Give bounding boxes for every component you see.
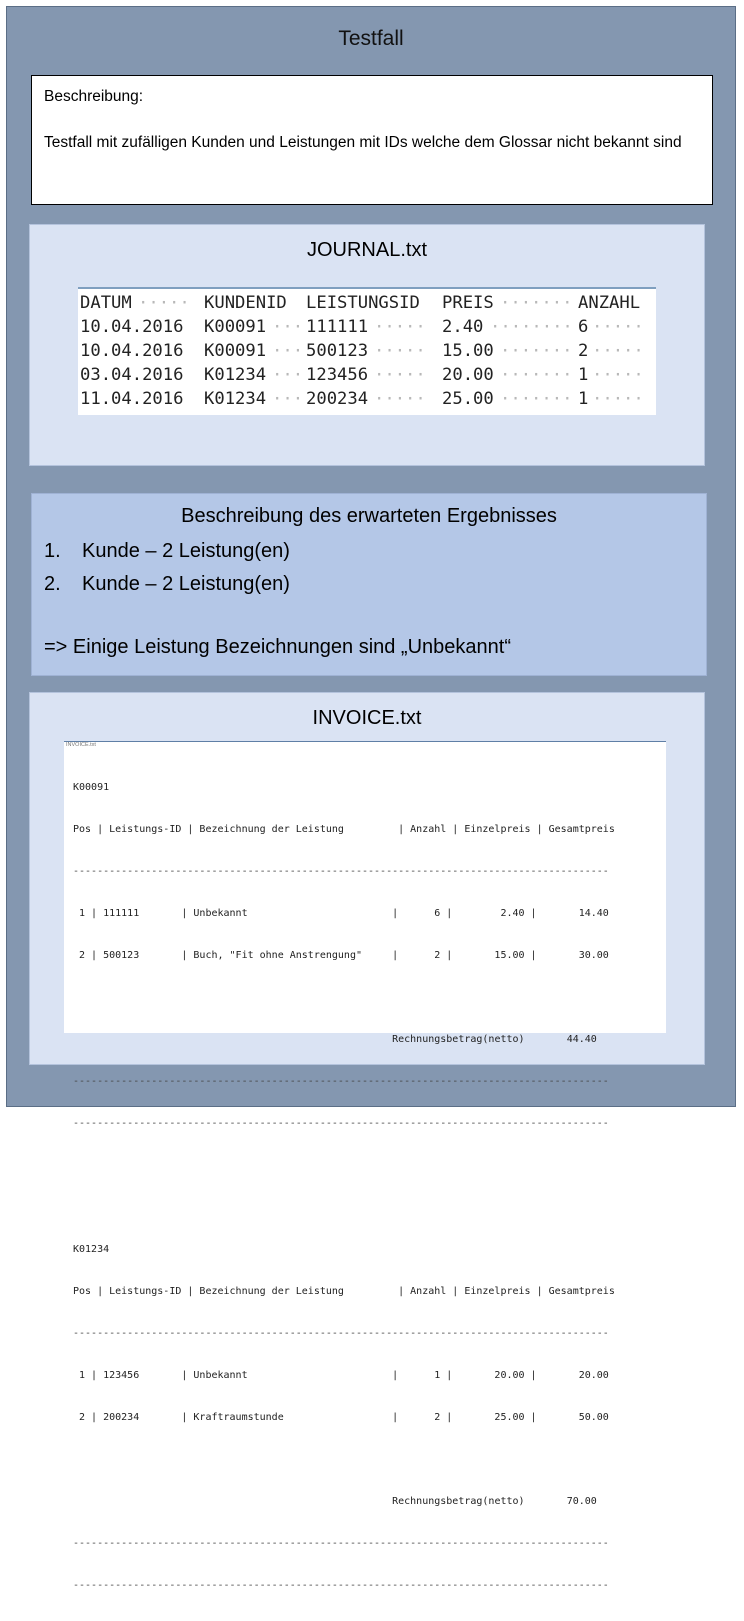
journal-cell: K00091 [204,341,267,361]
expected-item: 1. Kunde – 2 Leistung(en) [44,540,290,563]
separator-line: ----------------------------------------… [73,1328,609,1339]
whitespace-dots: ····· [592,317,644,337]
page-title: Testfall [338,27,404,50]
journal-row: 10.04.2016 K00091 ··· 500123 ····· 15.00… [78,339,656,363]
invoice-total-line: Rechnungsbetrag(netto) 70.00 [73,1495,615,1509]
journal-header-cell: DATUM [80,293,132,313]
whitespace-dots: ······· [500,389,573,409]
total-label: Rechnungsbetrag(netto) [392,1496,525,1507]
separator-line: ----------------------------------------… [73,1118,609,1129]
whitespace-dots: ····· [138,293,190,313]
journal-cell: 11.04.2016 [80,389,184,409]
invoice-title: INVOICE.txt [312,707,422,729]
whitespace-dots: ··· [272,341,304,361]
total-value: 44.40 [566,1034,597,1045]
journal-cell: 10.04.2016 [80,317,184,337]
whitespace-dots: ····· [592,365,644,385]
whitespace-dots: ····· [592,389,644,409]
whitespace-dots: ········ [490,317,573,337]
journal-cell: 20.00 [442,365,494,385]
journal-row: 10.04.2016 K00091 ··· 111111 ····· 2.40 … [78,315,656,339]
journal-cell: 15.00 [442,341,494,361]
journal-cell: 25.00 [442,389,494,409]
invoice-total-line: Rechnungsbetrag(netto) 44.40 [73,1033,615,1047]
total-value: 70.00 [566,1496,597,1507]
separator-line: ----------------------------------------… [73,866,609,877]
separator-line: ----------------------------------------… [73,1580,609,1591]
expected-item-number: 1. [44,540,61,562]
total-label: Rechnungsbetrag(netto) [392,1034,525,1045]
whitespace-dots: ······· [500,341,573,361]
invoice-line: 2 | 500123 | Buch, "Fit ohne Anstrengung… [73,950,609,961]
journal-cell: 1 [578,365,589,385]
expected-item-text: Kunde – 2 Leistung(en) [82,540,290,562]
journal-cell: 10.04.2016 [80,341,184,361]
invoice-line: 2 | 200234 | Kraftraumstunde | 2 | 25.00… [73,1412,609,1423]
description-label: Beschreibung: [44,88,144,105]
journal-cell: 123456 [306,365,369,385]
journal-cell: 500123 [306,341,369,361]
expected-item-number: 2. [44,573,61,595]
expected-result-panel: Beschreibung des erwarteten Ergebnisses … [31,493,707,676]
whitespace-dots: ······· [500,293,573,313]
description-box: Beschreibung: Testfall mit zufälligen Ku… [31,75,713,205]
journal-title: JOURNAL.txt [306,239,428,261]
description-text: Testfall mit zufälligen Kunden und Leist… [44,134,682,151]
journal-header-cell: PREIS [442,293,494,313]
separator-line: ----------------------------------------… [73,1076,609,1087]
journal-cell: 111111 [306,317,369,337]
expected-item-text: Kunde – 2 Leistung(en) [82,573,290,595]
journal-table: DATUM ····· KUNDENID LEISTUNGSID PREIS ·… [78,287,656,415]
invoice-panel: INVOICE.txt INVOICE.txt K00091 Pos | Lei… [29,692,705,1591]
journal-cell: 1 [578,389,589,409]
invoice-file-label: INVOICE.txt [66,742,96,748]
journal-header-cell: ANZAHL [578,293,641,313]
journal-cell: 03.04.2016 [80,365,184,385]
invoice-line: 1 | 111111 | Unbekannt | 6 | 2.40 | 14.4… [73,908,609,919]
whitespace-dots: ··· [272,389,304,409]
separator-line: ----------------------------------------… [73,1538,609,1549]
invoice-text: K00091 Pos | Leistungs-ID | Bezeichnung … [73,753,615,1621]
journal-row: 11.04.2016 K01234 ··· 200234 ····· 25.00… [78,387,656,411]
expected-item: 2. Kunde – 2 Leistung(en) [44,573,290,596]
customer-id: K00091 [73,782,110,793]
journal-cell: 200234 [306,389,369,409]
journal-cell: 2 [578,341,589,361]
journal-cell: K01234 [204,389,267,409]
journal-cell: K00091 [204,317,267,337]
expected-note: => Einige Leistung Bezeichnungen sind „U… [44,636,511,658]
journal-header-cell: KUNDENID [204,293,287,313]
whitespace-dots: ······· [500,365,573,385]
whitespace-dots: ····· [592,341,644,361]
journal-panel: JOURNAL.txt DATUM ····· KUNDENID LEISTUN… [29,224,705,466]
journal-row: 03.04.2016 K01234 ··· 123456 ····· 20.00… [78,363,656,387]
whitespace-dots: ····· [374,317,426,337]
whitespace-dots: ··· [272,365,304,385]
journal-header-cell: LEISTUNGSID [306,293,420,313]
whitespace-dots: ··· [272,317,304,337]
journal-cell: 6 [578,317,589,337]
journal-header-row: DATUM ····· KUNDENID LEISTUNGSID PREIS ·… [78,291,656,315]
invoice-header-line: Pos | Leistungs-ID | Bezeichnung der Lei… [73,824,615,835]
journal-cell: 2.40 [442,317,484,337]
customer-id: K01234 [73,1244,110,1255]
whitespace-dots: ····· [374,341,426,361]
invoice-line: 1 | 123456 | Unbekannt | 1 | 20.00 | 20.… [73,1370,609,1381]
whitespace-dots: ····· [374,389,426,409]
invoice-header-line: Pos | Leistungs-ID | Bezeichnung der Lei… [73,1286,615,1297]
invoice-document: INVOICE.txt K00091 Pos | Leistungs-ID | … [64,741,666,1591]
whitespace-dots: ····· [374,365,426,385]
journal-cell: K01234 [204,365,267,385]
expected-title: Beschreibung des erwarteten Ergebnisses [181,505,557,527]
